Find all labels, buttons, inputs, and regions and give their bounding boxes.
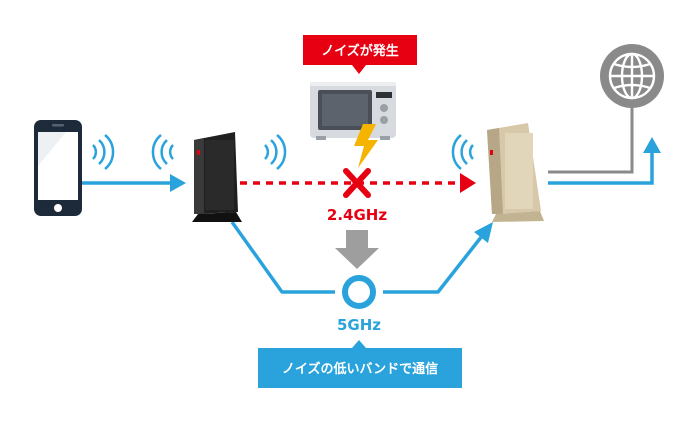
band-24-path [240,173,476,193]
microwave-icon [310,82,396,140]
blocked-x-icon [343,168,371,198]
beige-router-waves [451,134,474,170]
ok-circle-icon [342,275,376,309]
black-router-waves-left [151,134,174,170]
smartphone-wifi-waves [92,134,115,170]
router-icon [192,132,242,222]
band-5-label: 5GHz [337,316,381,334]
router-icon [487,123,544,222]
noise-callout: ノイズが発生 [303,35,417,74]
result-callout: ノイズの低いバンドで通信 [258,340,462,388]
band-24-label: 2.4GHz [327,206,387,224]
noise-callout-label: ノイズが発生 [321,43,399,59]
switch-band-arrow [335,230,379,269]
globe-icon [600,44,664,108]
lightning-icon [354,124,378,168]
result-callout-label: ノイズの低いバンドで通信 [282,361,438,377]
router-to-internet-arrow [548,108,661,185]
band-5-path [230,220,493,294]
phone-to-router-arrow [82,174,186,192]
smartphone-icon [34,120,82,216]
black-router-waves-right [264,134,287,170]
